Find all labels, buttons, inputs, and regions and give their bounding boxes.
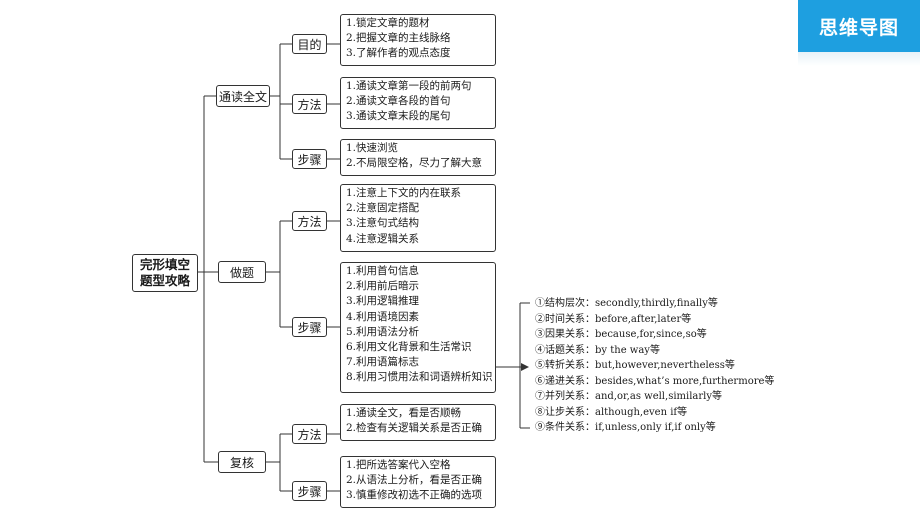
- discourse-marker-list: ①结构层次：secondly,thirdly,finally等 ②时间关系：be…: [535, 296, 774, 436]
- list-item: 3.慎重修改初选不正确的选项: [346, 489, 483, 502]
- badge-shadow: [798, 52, 920, 66]
- list-item: 3.通读文章末段的尾句: [346, 110, 451, 123]
- branch-read-through: 通读全文: [216, 85, 270, 107]
- answer-steps-node: 步骤: [292, 317, 327, 337]
- connector-branch-3: [266, 433, 292, 492]
- list-item: 1.通读文章第一段的前两句: [346, 80, 472, 92]
- review-method-node: 方法: [292, 424, 327, 444]
- read-purpose-list: 1.锁定文章的题材 2.把握文章的主线脉络 3.了解作者的观点态度: [340, 14, 496, 66]
- answer-steps-list: 1.利用首句信息 2.利用前后暗示 3.利用逻辑推理 4.利用语境因素 5.利用…: [340, 262, 496, 393]
- read-steps-list: 1.快速浏览 2.不局限空格，尽力了解大意: [340, 139, 496, 176]
- read-method-list: 1.通读文章第一段的前两句 2.通读文章各段的首句 3.通读文章末段的尾句: [340, 77, 496, 129]
- list-item: 2.注意固定搭配: [346, 202, 420, 215]
- list-item: ①结构层次：secondly,thirdly,finally等: [535, 298, 718, 309]
- list-item: 2.把握文章的主线脉络: [346, 32, 451, 45]
- connector-leaves: [327, 43, 340, 492]
- list-item: 2.利用前后暗示: [346, 280, 420, 293]
- list-item: 1.锁定文章的题材: [346, 17, 430, 29]
- list-item: 1.把所选答案代入空格: [346, 459, 451, 471]
- list-item: 8.利用习惯用法和词语辨析知识: [346, 371, 493, 384]
- list-item: ③因果关系：because,for,since,so等: [535, 329, 707, 340]
- root-title-line2: 题型攻略: [139, 273, 190, 288]
- read-purpose-node: 目的: [292, 34, 327, 54]
- review-steps-node: 步骤: [292, 481, 327, 501]
- list-item: 1.注意上下文的内在联系: [346, 187, 462, 199]
- root-title-line1: 完形填空: [139, 257, 190, 272]
- branch-review: 复核: [218, 451, 266, 473]
- list-item: 2.从语法上分析，看是否正确: [346, 474, 483, 487]
- answer-method-node: 方法: [292, 211, 327, 231]
- list-item: 2.检查有关逻辑关系是否正确: [346, 422, 483, 435]
- list-item: 3.利用逻辑推理: [346, 295, 420, 308]
- list-item: 1.利用首句信息: [346, 265, 420, 277]
- list-item: 4.利用语境因素: [346, 310, 420, 323]
- list-item: ④话题关系：by the way等: [535, 344, 660, 356]
- read-method-node: 方法: [292, 94, 327, 114]
- connector-list-bracket: [519, 302, 530, 429]
- list-item: 2.通读文章各段的首句: [346, 95, 451, 108]
- list-item: ⑨条件关系：if,unless,only if,if only等: [535, 422, 716, 433]
- list-item: 1.通读全文，看是否顺畅: [346, 407, 462, 419]
- list-item: ②时间关系：before,after,later等: [535, 313, 692, 325]
- review-steps-list: 1.把所选答案代入空格 2.从语法上分析，看是否正确 3.慎重修改初选不正确的选…: [340, 456, 496, 508]
- list-item: 1.快速浏览: [346, 142, 399, 154]
- list-item: 5.利用语法分析: [346, 325, 420, 338]
- list-item: ⑧让步关系：although,even if等: [535, 406, 688, 418]
- list-item: 6.利用文化背景和生活常识: [346, 341, 472, 354]
- list-item: 3.注意句式结构: [346, 217, 420, 230]
- branch-answer: 做题: [218, 261, 266, 283]
- mind-map-badge: 思维导图: [798, 0, 920, 52]
- connector-branch-2: [266, 220, 292, 328]
- read-steps-node: 步骤: [292, 149, 327, 169]
- connector-branch-1: [270, 43, 292, 160]
- list-item: 4.注意逻辑关系: [346, 232, 420, 245]
- root-node: 完形填空 题型攻略: [132, 254, 198, 292]
- list-item: 2.不局限空格，尽力了解大意: [346, 157, 483, 170]
- list-item: ⑥递进关系：besides,what’s more,furthermore等: [535, 375, 775, 387]
- review-method-list: 1.通读全文，看是否顺畅 2.检查有关逻辑关系是否正确: [340, 404, 496, 441]
- answer-method-list: 1.注意上下文的内在联系 2.注意固定搭配 3.注意句式结构 4.注意逻辑关系: [340, 184, 496, 252]
- connector-root-branches: [198, 95, 218, 463]
- list-item: ⑦并列关系：and,or,as well,similarly等: [535, 391, 722, 402]
- list-item: ⑤转折关系：but,however,nevertheless等: [535, 360, 735, 371]
- list-item: 7.利用语篇标志: [346, 356, 420, 369]
- list-item: 3.了解作者的观点态度: [346, 47, 451, 60]
